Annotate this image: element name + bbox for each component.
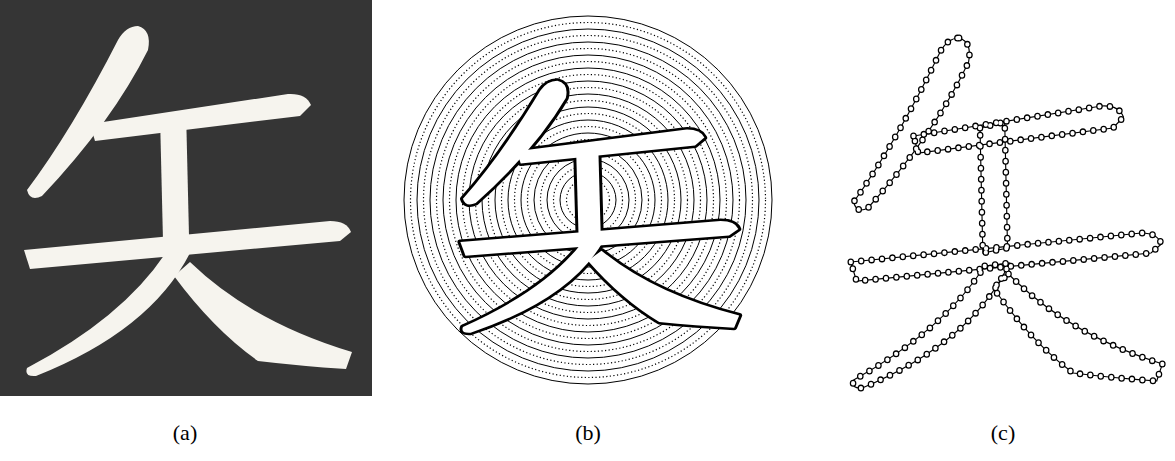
sampled-contour (851, 38, 1163, 388)
concentric-rings (404, 16, 772, 384)
ring (404, 16, 772, 384)
ring (411, 23, 766, 378)
ring (417, 29, 759, 371)
ring (424, 36, 753, 365)
glyph-image (24, 26, 352, 376)
ring (437, 49, 740, 352)
panel-label: (c) (991, 420, 1015, 446)
ring (430, 42, 746, 358)
panel-label: (b) (575, 420, 601, 446)
glyph-outline (460, 81, 739, 333)
photo-background (0, 0, 372, 396)
panel-label: (a) (173, 420, 197, 446)
